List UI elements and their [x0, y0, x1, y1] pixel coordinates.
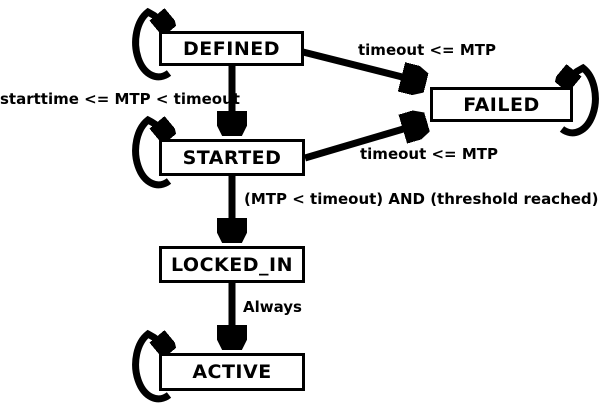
- self-loop-active-arrow: [132, 329, 170, 403]
- edge-label-defined-to-failed: timeout <= MTP: [358, 41, 497, 59]
- edge-label-lockedin-to-active: Always: [243, 298, 302, 316]
- edge-started-to-failed-arrow: [304, 122, 427, 162]
- state-node-failed: FAILED: [430, 87, 573, 122]
- state-node-defined: DEFINED: [159, 31, 304, 66]
- edge-label-started-to-lockedin: (MTP < timeout) AND (threshold reached): [244, 190, 599, 208]
- self-loop-defined-arrow: [132, 7, 170, 81]
- self-loop-failed-arrow: [561, 63, 599, 137]
- edge-label-started-to-failed: timeout <= MTP: [360, 145, 499, 163]
- edge-defined-to-failed-arrow: [302, 48, 426, 83]
- edge-label-defined-to-started: starttime <= MTP < timeout: [0, 90, 240, 108]
- state-node-locked-in: LOCKED_IN: [159, 246, 305, 283]
- state-node-started: STARTED: [159, 139, 305, 176]
- self-loop-started-arrow: [132, 115, 170, 189]
- state-node-active: ACTIVE: [159, 353, 305, 391]
